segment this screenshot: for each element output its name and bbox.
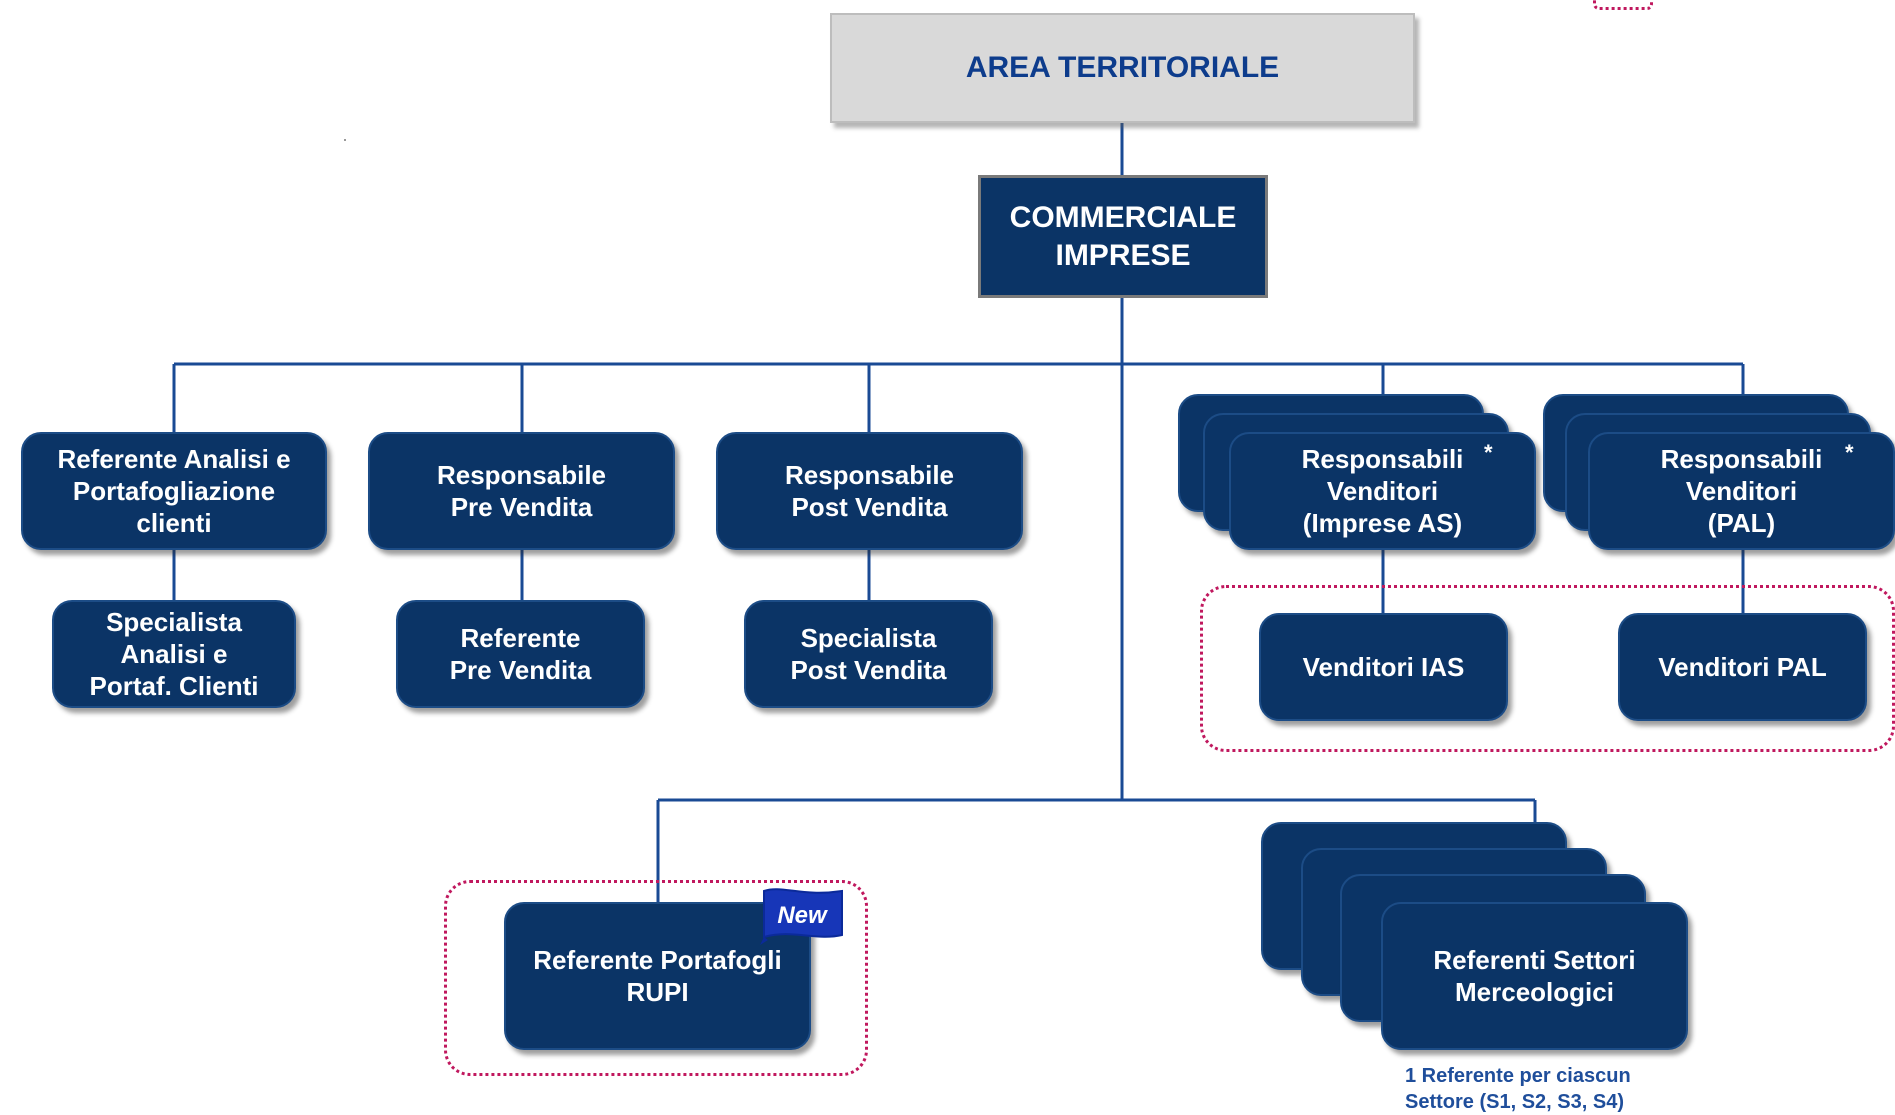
- responsabili-venditori-pal-box: Responsabili Venditori (PAL): [1588, 432, 1895, 550]
- highlight-corner: [1593, 0, 1653, 10]
- new-flag-icon: [760, 888, 843, 945]
- referenti-settori-label: Referenti Settori Merceologici: [1433, 945, 1636, 1007]
- venditori-pal-box: Venditori PAL: [1618, 613, 1867, 721]
- highlight-venditori: [1200, 585, 1895, 752]
- responsabili-venditori-ias-label: Responsabili Venditori (Imprese AS): [1301, 444, 1464, 538]
- area-territoriale-box: AREA TERRITORIALE: [830, 13, 1415, 123]
- referente-pre-vendita-label: Referente Pre Vendita: [449, 623, 592, 685]
- responsabile-post-vendita-box: Responsabile Post Vendita: [716, 432, 1023, 550]
- responsabili-venditori-pal-label: Responsabili Venditori (PAL): [1660, 444, 1823, 538]
- area-territoriale-label: AREA TERRITORIALE: [965, 51, 1280, 84]
- stray-dot: [344, 139, 346, 141]
- referenti-settori-box: Referenti Settori Merceologici: [1381, 902, 1688, 1050]
- settori-note: 1 Referente per ciascun Settore (S1, S2,…: [1405, 1065, 1631, 1113]
- specialista-post-vendita-box: Specialista Post Vendita: [744, 600, 993, 708]
- venditori-ias-box: Venditori IAS: [1259, 613, 1508, 721]
- referente-analisi-label: Referente Analisi e Portafogliazione cli…: [57, 444, 291, 538]
- responsabili-venditori-ias-box: Responsabili Venditori (Imprese AS): [1229, 432, 1536, 550]
- referente-portafogli-rupi-box: Referente Portafogli RUPI: [504, 902, 811, 1050]
- asterisk-pal: *: [1845, 440, 1854, 465]
- referente-pre-vendita-box: Referente Pre Vendita: [396, 600, 645, 708]
- highlight-rupi: [444, 880, 868, 1076]
- specialista-analisi-label: Specialista Analisi e Portaf. Clienti: [89, 607, 259, 701]
- new-badge-label: New: [777, 902, 827, 929]
- responsabile-post-vendita-label: Responsabile Post Vendita: [784, 460, 955, 522]
- asterisk-ias: *: [1484, 440, 1493, 465]
- commerciale-imprese-box: COMMERCIALE IMPRESE: [978, 175, 1268, 298]
- venditori-pal-label: Venditori PAL: [1658, 652, 1827, 682]
- venditori-ias-label: Venditori IAS: [1302, 652, 1465, 682]
- commerciale-imprese-label: COMMERCIALE IMPRESE: [1009, 200, 1237, 272]
- referente-portafogli-rupi-label: Referente Portafogli RUPI: [533, 945, 782, 1007]
- specialista-post-vendita-label: Specialista Post Vendita: [790, 623, 947, 685]
- responsabile-pre-vendita-label: Responsabile Pre Vendita: [436, 460, 607, 522]
- referente-analisi-box: Referente Analisi e Portafogliazione cli…: [21, 432, 327, 550]
- specialista-analisi-box: Specialista Analisi e Portaf. Clienti: [52, 600, 296, 708]
- responsabile-pre-vendita-box: Responsabile Pre Vendita: [368, 432, 675, 550]
